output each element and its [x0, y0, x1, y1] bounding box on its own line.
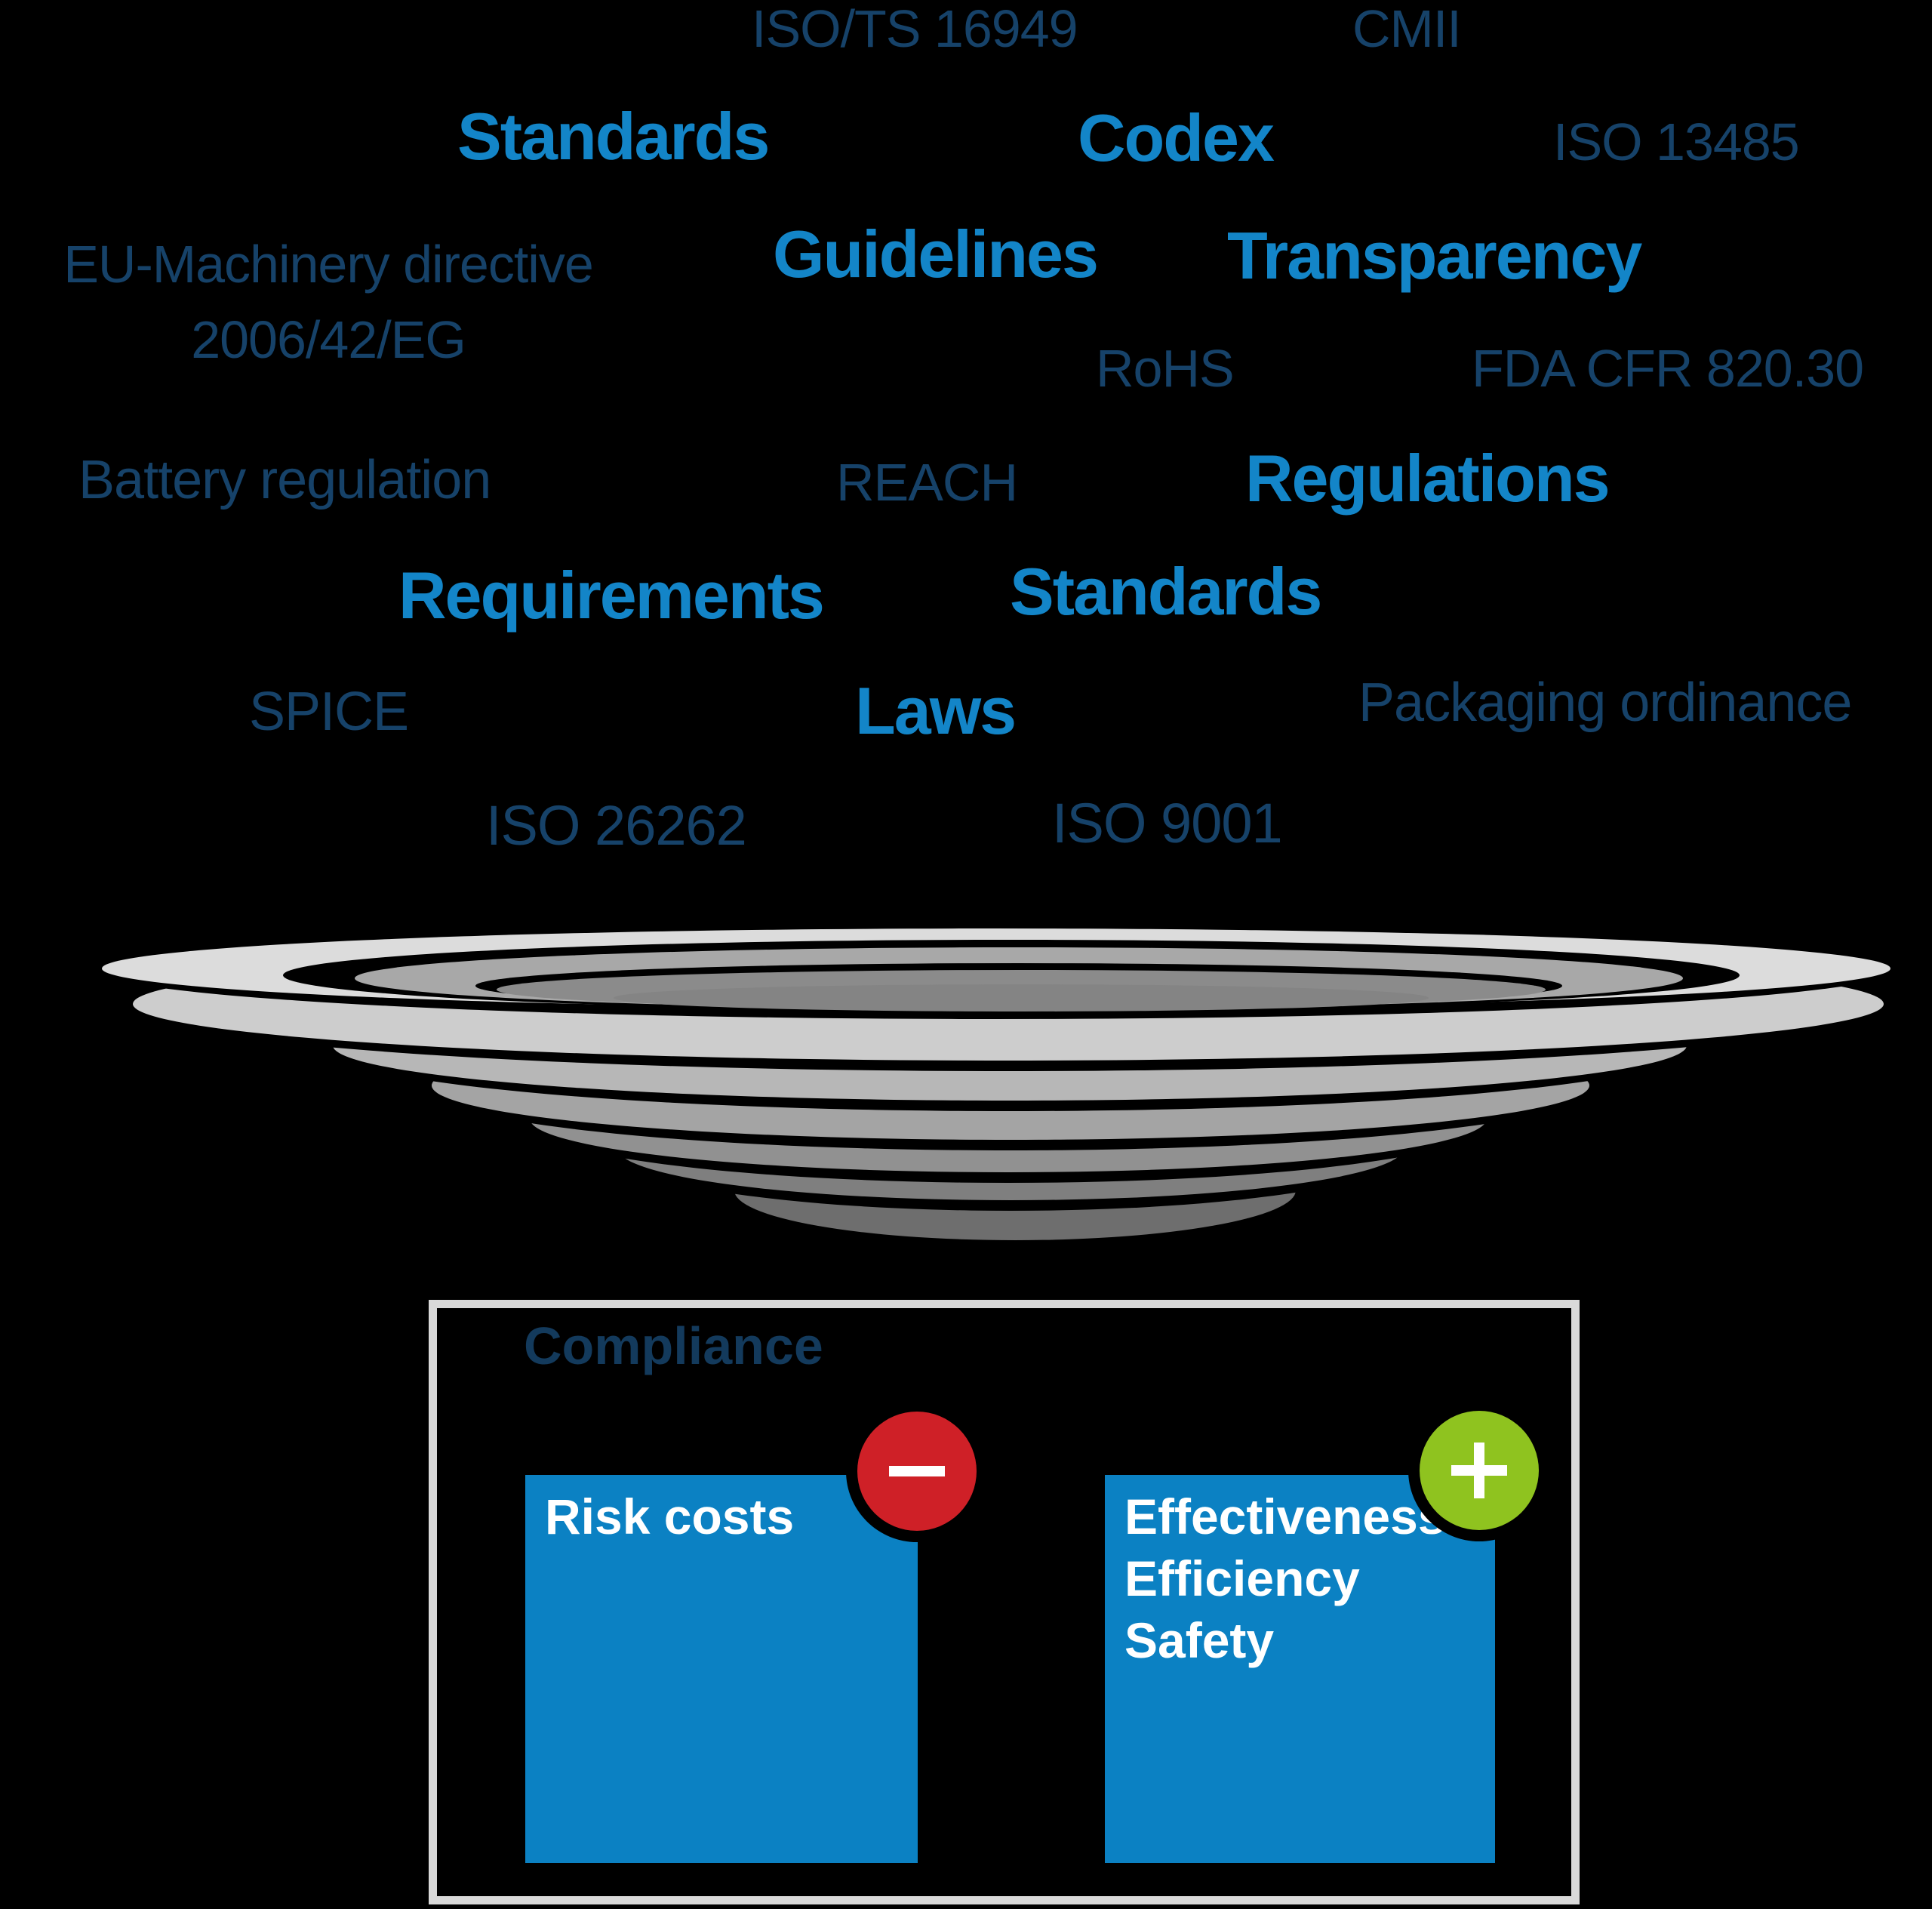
cloud-word: Laws — [855, 673, 1017, 748]
risk-costs-label: Risk costs — [545, 1489, 795, 1544]
benefits-card: Effectiveness Efficiency Safety — [1105, 1475, 1495, 1863]
funnel-layer-pool-center — [614, 984, 1429, 1011]
cloud-word: SPICE — [249, 682, 409, 742]
cloud-word: Battery regulation — [78, 450, 491, 510]
cloud-word: Packaging ordinance — [1358, 673, 1852, 733]
panel-title: Compliance — [524, 1316, 823, 1375]
cloud-word: Requirements — [398, 558, 825, 633]
cloud-word: Standards — [1010, 554, 1322, 629]
cloud-word: ISO 26262 — [486, 794, 747, 857]
cloud-word: Transparency — [1227, 218, 1642, 293]
cloud-word: Regulations — [1245, 441, 1611, 516]
cloud-word: Guidelines — [773, 217, 1099, 291]
minus-icon — [857, 1412, 977, 1531]
cloud-word: RoHS — [1096, 339, 1235, 398]
cloud-word: FDA CFR 820.30 — [1472, 339, 1864, 398]
risk-costs-card: Risk costs — [525, 1475, 918, 1863]
cloud-word: ISO/TS 16949 — [752, 0, 1078, 58]
cloud-word: REACH — [836, 453, 1018, 512]
cloud-word: ISO 9001 — [1052, 792, 1283, 854]
plus-bar-vertical — [1474, 1443, 1484, 1498]
safety-label: Safety — [1124, 1612, 1275, 1668]
cloud-word: ISO 13485 — [1553, 112, 1800, 171]
cloud-word: Standards — [457, 99, 770, 174]
plus-icon — [1420, 1411, 1539, 1530]
efficiency-label: Efficiency — [1124, 1550, 1360, 1606]
effectiveness-label: Effectiveness — [1124, 1489, 1446, 1544]
minus-bar — [889, 1466, 945, 1476]
cloud-word: EU-Machinery directive 2006/42/EG — [63, 235, 594, 369]
cloud-word: CMII — [1352, 0, 1462, 58]
cloud-word: Codex — [1078, 100, 1275, 175]
